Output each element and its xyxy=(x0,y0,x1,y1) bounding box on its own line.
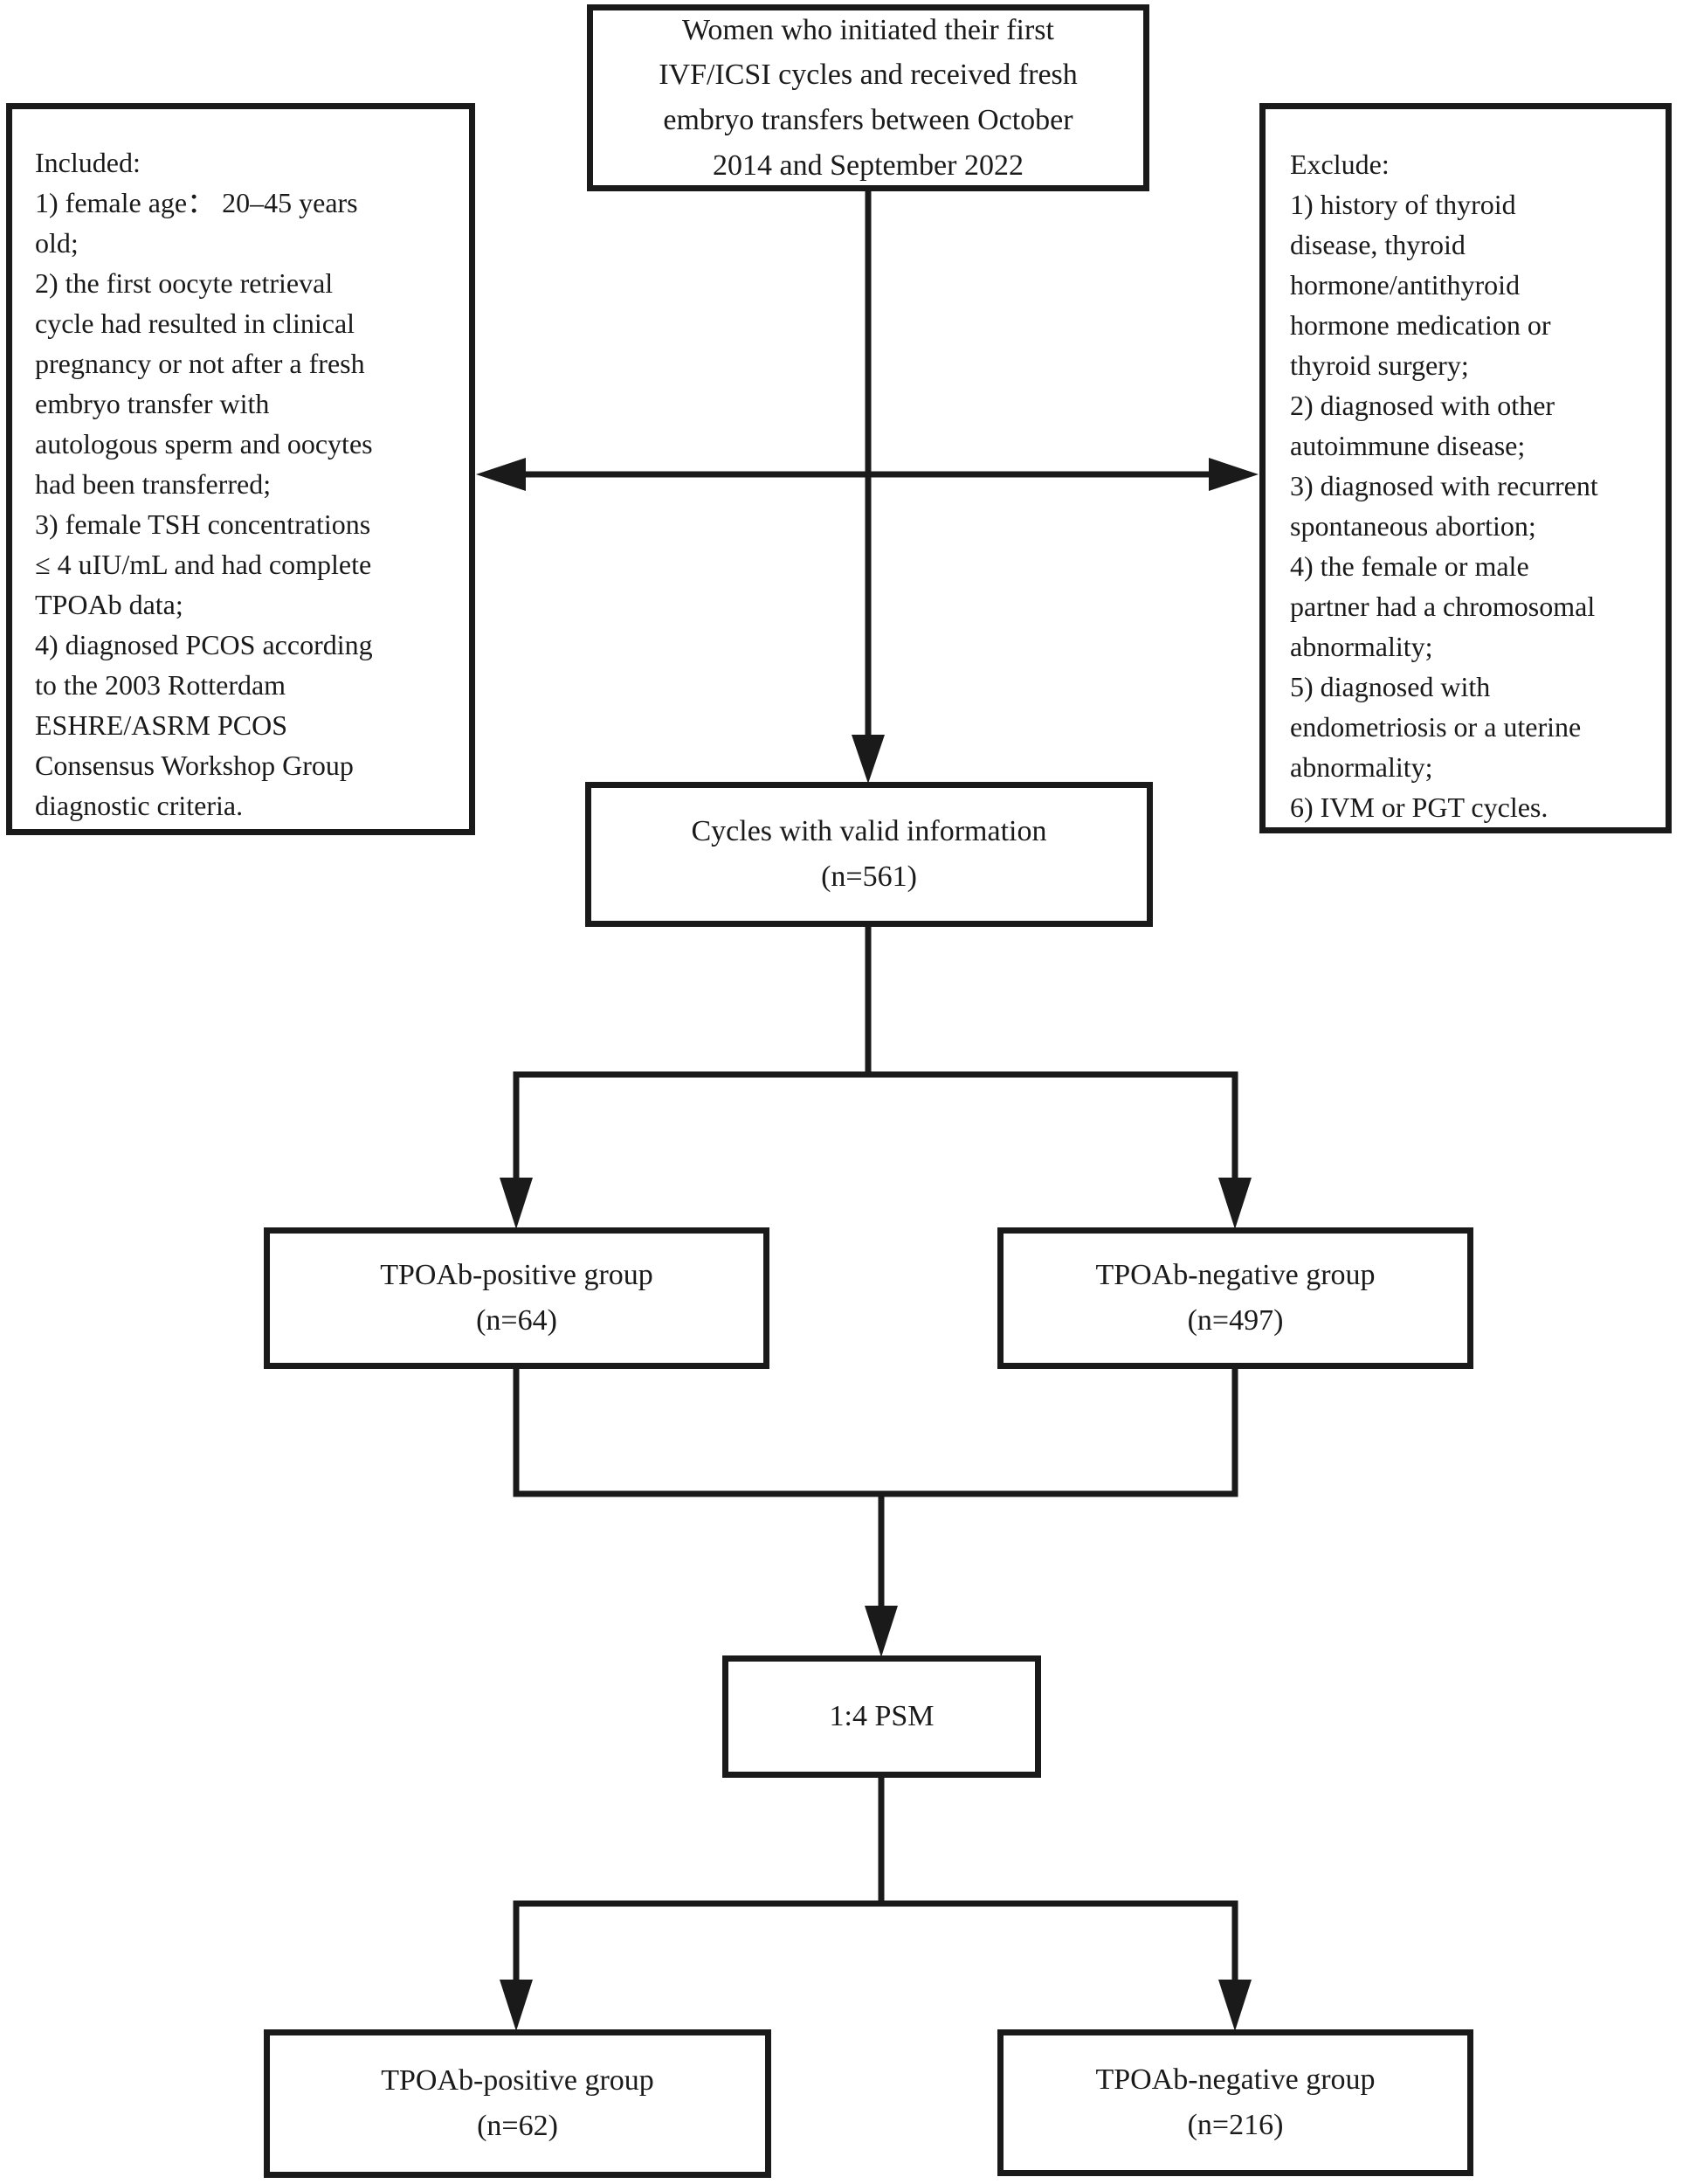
tpoab-positive-group-box: TPOAb-positive group (n=64) xyxy=(264,1227,769,1369)
arrowhead-down-pos-matched-icon xyxy=(500,1980,533,2031)
valid-cycles-box: Cycles with valid information (n=561) xyxy=(585,782,1153,927)
arrowhead-down-neg-group-icon xyxy=(1218,1178,1252,1229)
tpoab-negative-group-box: TPOAb-negative group (n=497) xyxy=(997,1227,1473,1369)
tpoab-positive-matched-box: TPOAb-positive group (n=62) xyxy=(264,2029,771,2178)
arrowhead-down-psm-icon xyxy=(865,1606,898,1657)
arrowhead-down-neg-matched-icon xyxy=(1218,1980,1252,2031)
inclusion-criteria-box: Included: 1) female age： 20–45 years old… xyxy=(6,103,475,835)
psm-box: 1:4 PSM xyxy=(722,1655,1041,1778)
arrowhead-left-icon xyxy=(476,458,526,491)
arrowhead-down-cycles-icon xyxy=(852,735,885,784)
arrowhead-down-pos-group-icon xyxy=(500,1178,533,1229)
arrowhead-right-icon xyxy=(1209,458,1259,491)
exclusion-criteria-box: Exclude: 1) history of thyroid disease, … xyxy=(1259,103,1672,833)
source-population-box: Women who initiated their first IVF/ICSI… xyxy=(587,4,1149,191)
tpoab-negative-matched-box: TPOAb-negative group (n=216) xyxy=(997,2029,1473,2176)
